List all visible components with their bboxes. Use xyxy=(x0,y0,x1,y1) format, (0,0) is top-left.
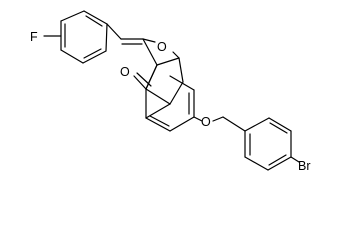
ring-oxygen-label: O xyxy=(157,40,167,54)
bromophenyl-ring xyxy=(244,117,292,171)
ether-methylene-bond xyxy=(212,116,224,122)
aryl-methine-bond xyxy=(106,23,122,40)
benzo-ring xyxy=(145,57,195,132)
aryl-ether-bond xyxy=(193,116,203,122)
fluorophenyl-ring xyxy=(60,10,108,64)
methylene-aryl-bond xyxy=(222,116,246,132)
ether-oxygen-label: O xyxy=(201,115,211,129)
molecule-structure: F O O O Br xyxy=(30,10,311,173)
carbonyl-double-bond xyxy=(133,72,152,90)
bromine-label: Br xyxy=(298,159,311,173)
c-br-bond xyxy=(290,156,300,163)
fluorine-label: F xyxy=(30,30,38,44)
exocyclic-double-bond xyxy=(120,38,144,45)
carbonyl-oxygen-label: O xyxy=(120,65,130,79)
